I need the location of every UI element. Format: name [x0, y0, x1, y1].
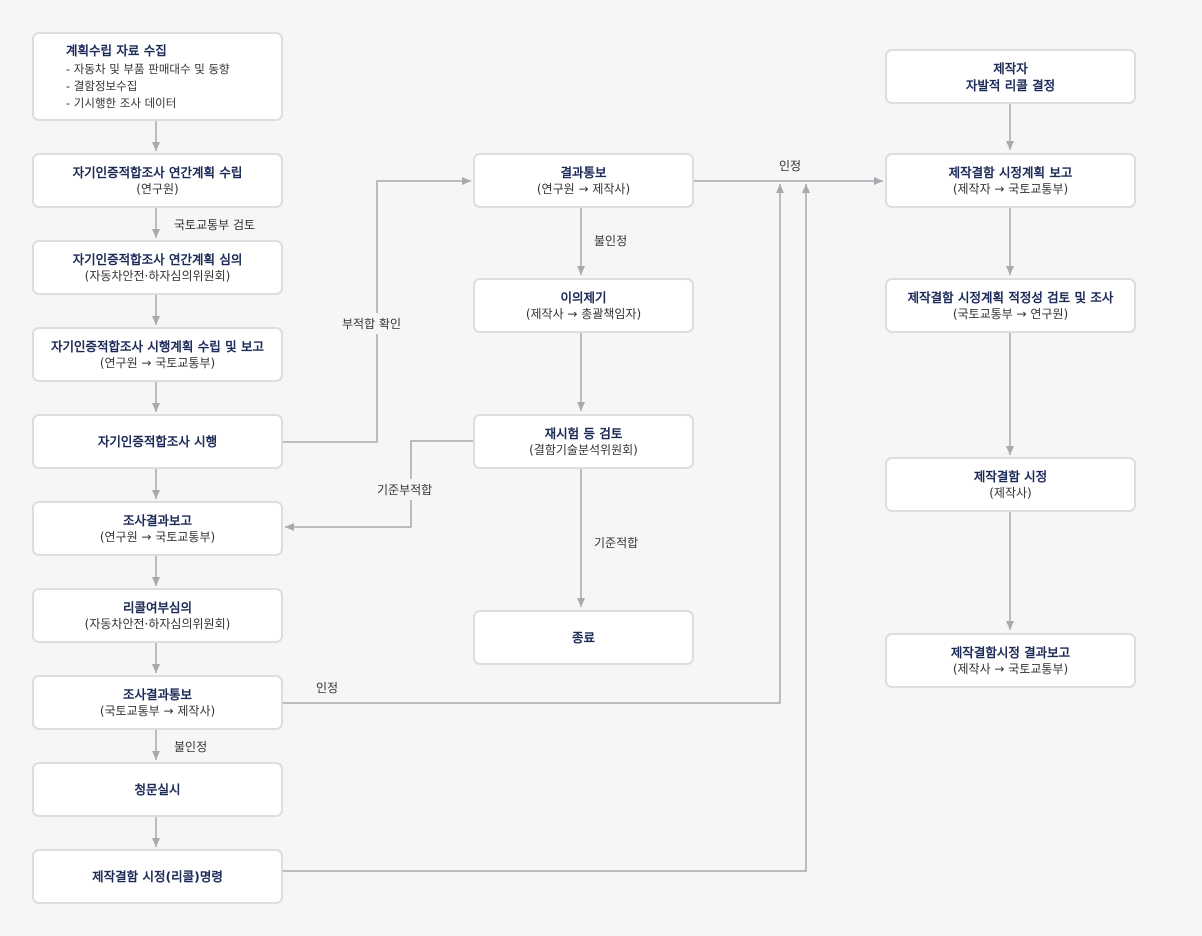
node-subtitle: (연구원 → 국토교통부)	[99, 529, 216, 544]
node-order: 제작결함 시정(리콜)명령	[32, 849, 283, 904]
node-end: 종료	[473, 610, 694, 665]
node-collect-item: - 자동차 및 부품 판매대수 및 동향	[66, 61, 230, 76]
node-subtitle: (국토교통부 → 연구원)	[952, 306, 1069, 321]
label-standard-pass: 기준적합	[594, 536, 639, 550]
label-ministry-review: 국토교통부 검토	[174, 218, 256, 232]
node-subtitle: (연구원 → 제작사)	[536, 181, 631, 196]
node-annual-review: 자기인증적합조사 연간계획 심의 (자동차안전·하자심의위원회)	[32, 240, 283, 295]
node-title: 조사결과통보	[122, 686, 192, 702]
node-subtitle: (결함기술분석위원회)	[529, 442, 638, 457]
node-title: 자기인증적합조사 연간계획 심의	[72, 251, 243, 267]
node-title: 청문실시	[134, 782, 181, 797]
label-not-accepted-1: 불인정	[594, 234, 628, 248]
node-title: 조사결과보고	[122, 512, 192, 528]
node-subtitle: (연구원 → 국토교통부)	[99, 355, 216, 370]
node-fix-review: 제작결함 시정계획 적정성 검토 및 조사 (국토교통부 → 연구원)	[885, 278, 1136, 333]
node-subtitle: (제작사 → 국토교통부)	[952, 661, 1069, 676]
node-objection: 이의제기 (제작사 → 총괄책임자)	[473, 278, 694, 333]
label-accepted-1: 인정	[779, 159, 802, 173]
node-subtitle: (국토교통부 → 제작사)	[99, 703, 216, 718]
node-fix: 제작결함 시정 (제작사)	[885, 457, 1136, 512]
node-title: 제작결함 시정계획 보고	[948, 164, 1073, 180]
node-result-notice: 조사결과통보 (국토교통부 → 제작사)	[32, 675, 283, 730]
node-title: 자기인증적합조사 시행	[97, 434, 218, 449]
arrow-order-to-fix-plan	[283, 184, 810, 872]
node-exec-plan: 자기인증적합조사 시행계획 수립 및 보고 (연구원 → 국토교통부)	[32, 327, 283, 382]
label-accepted-2: 인정	[316, 681, 339, 695]
node-execute: 자기인증적합조사 시행	[32, 414, 283, 469]
node-collect-item: - 결함정보수집	[66, 78, 138, 93]
node-subtitle: (제작사 → 총괄책임자)	[525, 306, 642, 321]
node-subtitle: (연구원)	[136, 181, 179, 196]
label-standard-fail: 기준부적합	[377, 479, 433, 500]
node-title: 제작자	[993, 60, 1028, 76]
arrow-execute-to-notify	[283, 177, 471, 443]
node-subtitle: (제작자 → 국토교통부)	[952, 181, 1069, 196]
node-notify: 결과통보 (연구원 → 제작사)	[473, 153, 694, 208]
node-result-report: 조사결과보고 (연구원 → 국토교통부)	[32, 501, 283, 556]
node-title: 리콜여부심의	[122, 599, 192, 615]
node-fix-plan: 제작결함 시정계획 보고 (제작자 → 국토교통부)	[885, 153, 1136, 208]
node-retest: 재시험 등 검토 (결함기술분석위원회)	[473, 414, 694, 469]
node-title: 자기인증적합조사 연간계획 수립	[72, 164, 243, 180]
node-recall-review: 리콜여부심의 (자동차안전·하자심의위원회)	[32, 588, 283, 643]
node-collect-item: - 기시행한 조사 데이터	[66, 95, 177, 110]
node-title: 결과통보	[560, 164, 607, 180]
label-nonconform-check: 부적합 확인	[342, 313, 402, 334]
node-collect-title: 계획수립 자료 수집	[66, 42, 167, 58]
node-title: 재시험 등 검토	[544, 425, 623, 441]
arrow-notice-accepted	[283, 184, 784, 704]
node-voluntary: 제작자 자발적 리콜 결정	[885, 49, 1136, 104]
node-title: 제작결함 시정(리콜)명령	[92, 869, 223, 884]
node-title: 제작결함 시정	[973, 468, 1048, 484]
node-hearing: 청문실시	[32, 762, 283, 817]
node-title: 종료	[571, 630, 595, 645]
node-subtitle: (자동차안전·하자심의위원회)	[84, 268, 231, 283]
node-subtitle: (자동차안전·하자심의위원회)	[84, 616, 231, 631]
node-fix-result: 제작결함시정 결과보고 (제작사 → 국토교통부)	[885, 633, 1136, 688]
node-title: 제작결함 시정계획 적정성 검토 및 조사	[907, 289, 1114, 305]
label-not-accepted-2: 불인정	[174, 740, 208, 754]
node-title: 이의제기	[560, 289, 607, 305]
node-title-line2: 자발적 리콜 결정	[965, 77, 1056, 93]
node-title: 제작결함시정 결과보고	[950, 644, 1071, 660]
node-title: 자기인증적합조사 시행계획 수립 및 보고	[51, 338, 264, 354]
node-collect: 계획수립 자료 수집 - 자동차 및 부품 판매대수 및 동향 - 결함정보수집…	[32, 32, 283, 121]
node-subtitle: (제작사)	[989, 485, 1032, 500]
node-annual-plan: 자기인증적합조사 연간계획 수립 (연구원)	[32, 153, 283, 208]
